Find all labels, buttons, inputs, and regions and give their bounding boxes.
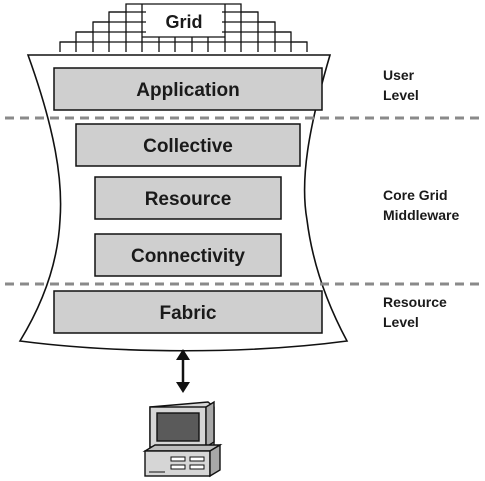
side-label-user-level: User Level — [383, 67, 419, 103]
side-label-line: Level — [383, 87, 419, 103]
layer-label: Connectivity — [131, 246, 245, 267]
layer-label: Fabric — [159, 303, 216, 324]
layer-connectivity: Connectivity — [94, 233, 282, 277]
side-label-line: Core Grid — [383, 187, 448, 203]
layer-label: Collective — [143, 136, 233, 157]
layer-fabric: Fabric — [53, 290, 323, 334]
layer-application: Application — [53, 67, 323, 111]
side-label-line: Resource — [383, 294, 447, 310]
side-label-resource-level: Resource Level — [383, 294, 447, 330]
grid-title-backdrop — [146, 6, 222, 36]
layer-label: Resource — [145, 189, 232, 210]
grid-title: Grid — [165, 12, 202, 32]
double-arrow-icon — [176, 349, 190, 393]
layer-collective: Collective — [75, 123, 301, 167]
side-label-line: User — [383, 67, 415, 83]
side-label-core-grid-middleware: Core Grid Middleware — [383, 187, 459, 223]
layer-label: Application — [136, 80, 239, 101]
side-label-line: Level — [383, 314, 419, 330]
layer-resource: Resource — [94, 176, 282, 220]
side-label-line: Middleware — [383, 207, 459, 223]
computer-icon — [142, 400, 223, 478]
